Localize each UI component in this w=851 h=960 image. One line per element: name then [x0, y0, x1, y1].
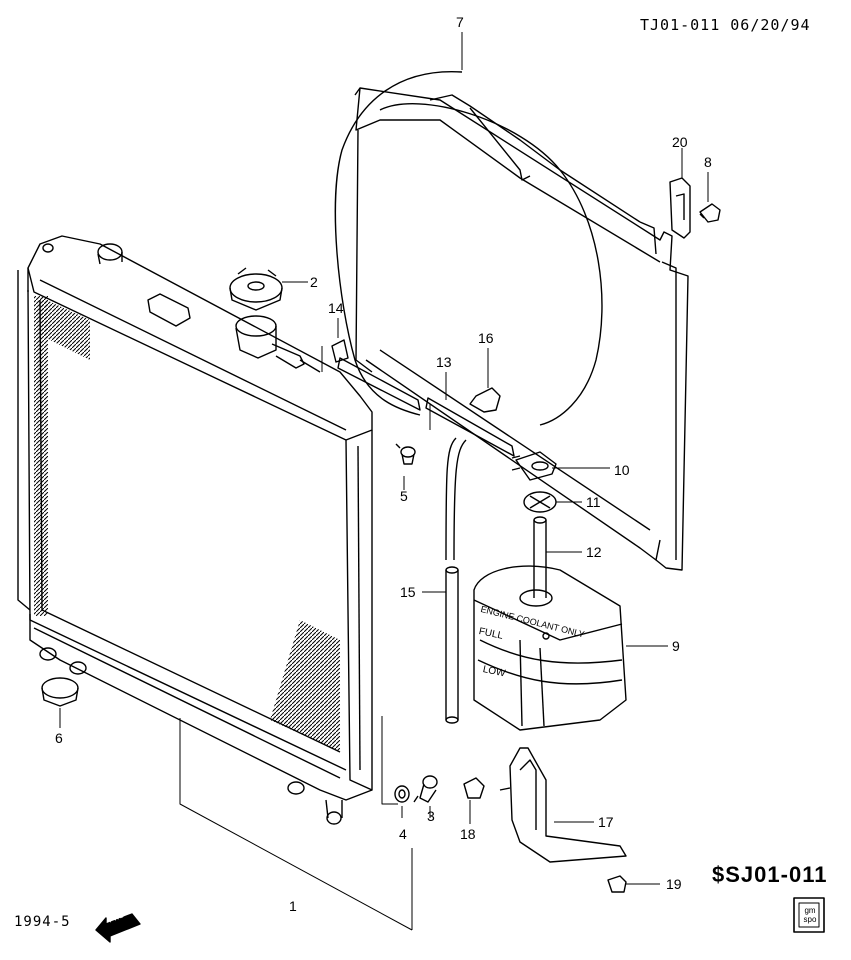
overflow-hose	[425, 397, 515, 561]
callout-16: 16	[478, 330, 494, 346]
rubber-mount	[41, 677, 79, 707]
section-code-text: SJ01-011	[725, 862, 828, 887]
callout-18: 18	[460, 826, 476, 842]
shroud-bracket	[669, 177, 691, 239]
drain-plug	[413, 775, 438, 803]
callout-8: 8	[704, 154, 712, 170]
logo-text: gm spo	[803, 906, 817, 924]
callout-10: 10	[614, 462, 630, 478]
radiator	[17, 235, 373, 825]
callout-11: 11	[586, 494, 601, 510]
overflow-hose-upper	[331, 339, 421, 411]
callout-4: 4	[399, 826, 407, 842]
callout-17: 17	[598, 814, 614, 830]
callout-9: 9	[672, 638, 680, 654]
reservoir-tube	[533, 516, 547, 598]
bracket-bolt	[463, 777, 485, 799]
callout-1: 1	[289, 898, 297, 914]
callout-12: 12	[586, 544, 602, 560]
reservoir-cap	[511, 451, 557, 481]
fan-shroud	[334, 71, 689, 571]
callout-14: 14	[328, 300, 344, 316]
gm-spo-logo	[793, 897, 825, 933]
shroud-bolt	[699, 203, 721, 223]
bracket-clip	[607, 875, 627, 893]
cap-gasket	[523, 491, 557, 513]
reservoir-hose	[445, 566, 459, 724]
callout-15: 15	[400, 584, 416, 600]
callout-6: 6	[55, 730, 63, 746]
mounting-bolt	[395, 443, 416, 465]
diagram-code-date: TJ01-011 06/20/94	[640, 16, 811, 34]
year-code: 1994-5	[14, 914, 71, 930]
callout-2: 2	[310, 274, 318, 290]
radiator-cap	[229, 267, 283, 311]
hose-clamp	[469, 387, 501, 413]
fwd-arrow-icon	[95, 913, 141, 943]
callout-20: 20	[672, 134, 688, 150]
leader-lines	[59, 32, 709, 931]
reservoir-tank	[473, 565, 627, 731]
callout-7: 7	[456, 14, 464, 30]
callout-19: 19	[666, 876, 682, 892]
callout-5: 5	[400, 488, 408, 504]
section-code: $SJ01-011	[712, 862, 828, 887]
drain-gasket	[394, 785, 410, 803]
callout-3: 3	[427, 808, 435, 824]
reservoir-bracket	[499, 747, 627, 863]
callout-13: 13	[436, 354, 452, 370]
